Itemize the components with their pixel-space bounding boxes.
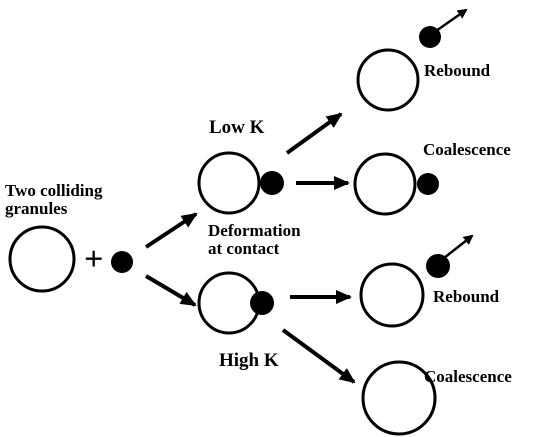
small-granule-high-k <box>250 291 274 315</box>
small-granule-low-k <box>260 171 284 195</box>
large-granule-initial <box>8 225 76 293</box>
arrow-to-high-k <box>144 274 197 307</box>
rebound-top-direction-arrow <box>435 8 468 33</box>
deformation-line-1: Deformation <box>208 221 301 240</box>
plus-sign: + <box>84 241 104 278</box>
large-granule-low-k <box>197 151 261 215</box>
rebound-top-label: Rebound <box>424 61 491 80</box>
small-granule-rebound-lower <box>426 254 450 278</box>
large-granule-rebound-top <box>356 48 420 112</box>
high-k-label: High K <box>219 350 279 371</box>
rebound-lower-label: Rebound <box>433 287 500 306</box>
arrow-to-low-k <box>144 212 198 249</box>
two-colliding-granules-line-2: granules <box>5 198 68 218</box>
merged-material-crescent <box>420 369 437 427</box>
arrow-low-k-to-rebound <box>285 112 343 155</box>
arrow-high-k-to-coalescence <box>281 328 356 384</box>
deformation-at-contact-label: Deformation at contact <box>208 222 301 258</box>
small-granule-initial <box>111 251 133 273</box>
coalescence-upper-label: Coalescence <box>423 140 511 159</box>
small-granule-rebound-top <box>419 26 441 48</box>
coalescence-lower-label: Coalescence <box>424 367 512 386</box>
two-colliding-granules-line-1: Two colliding <box>5 181 103 200</box>
two-colliding-granules-label: Two colliding granules <box>5 182 102 218</box>
deformation-line-2: at contact <box>208 238 280 258</box>
rebound-lower-direction-arrow <box>443 234 474 259</box>
large-granule-coalescence-upper <box>353 152 417 216</box>
low-k-label: Low K <box>209 117 265 138</box>
large-granule-rebound-lower <box>359 262 425 328</box>
small-granule-coalescence-upper <box>417 173 439 195</box>
